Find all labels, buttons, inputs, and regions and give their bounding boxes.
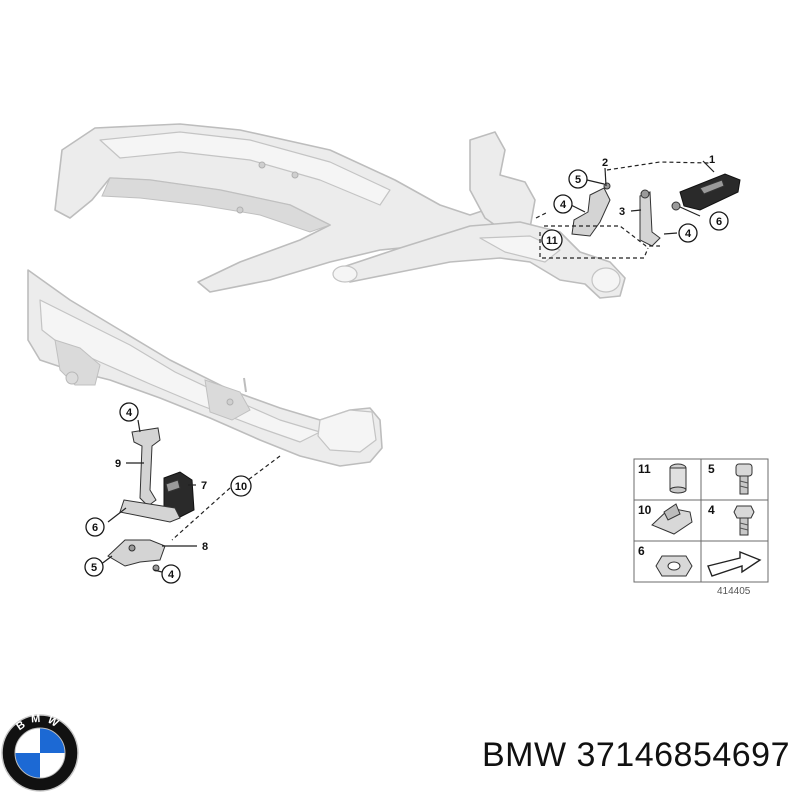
clip-nut-icon (651, 503, 693, 535)
callout-2: 2 (602, 157, 608, 169)
svg-text:3: 3 (619, 206, 625, 218)
svg-text:10: 10 (235, 481, 247, 493)
arrow-right-icon (707, 550, 762, 577)
callout-3: 3 (619, 206, 625, 218)
svg-text:5: 5 (575, 174, 581, 186)
bottom-callouts: 4 9 7 10 6 8 5 4 (84, 402, 252, 584)
legend-label-4: 4 (708, 503, 715, 517)
callout-1: 1 (709, 154, 715, 166)
top-leader-lines (535, 160, 715, 259)
callout-6-bottom: 6 (85, 517, 105, 537)
part-number-label: BMW 37146854697 (481, 736, 790, 774)
legend-label-5: 5 (708, 462, 715, 476)
callout-5-top: 5 (568, 169, 588, 189)
bottom-parts (107, 427, 195, 572)
top-parts (571, 173, 741, 247)
rivet-nut-icon (669, 463, 687, 494)
diagram-id: 414405 (717, 586, 751, 597)
callout-4-top-left: 4 (553, 194, 573, 214)
svg-text:1: 1 (709, 154, 715, 166)
bmw-logo: BMW (1, 713, 79, 792)
parts-legend: 11 5 10 4 6 (633, 458, 769, 597)
svg-text:4: 4 (685, 228, 692, 240)
sensor-link-plate (107, 539, 166, 567)
hex-screw-icon (735, 463, 753, 495)
hex-bolt-icon (733, 505, 755, 536)
svg-text:6: 6 (716, 216, 722, 228)
callout-4-top-right: 4 (678, 223, 698, 243)
svg-text:2: 2 (602, 157, 608, 169)
svg-text:8: 8 (202, 541, 208, 553)
callout-6-top: 6 (709, 211, 729, 231)
front-axle-carrier (54, 123, 626, 299)
legend-label-10: 10 (638, 503, 652, 517)
callout-7: 7 (201, 480, 207, 492)
rear-axle-member (27, 269, 383, 467)
sensor-bracket-rear (131, 427, 161, 507)
svg-text:4: 4 (560, 199, 567, 211)
callout-9: 9 (115, 458, 121, 470)
svg-text:6: 6 (92, 522, 98, 534)
callout-4-bottom: 4 (161, 564, 181, 584)
callout-10: 10 (230, 475, 252, 497)
legend-label-11: 11 (638, 462, 651, 476)
svg-text:9: 9 (115, 458, 121, 470)
svg-text:5: 5 (91, 562, 97, 574)
sensor-lever-plate (119, 499, 181, 523)
svg-text:4: 4 (126, 407, 133, 419)
top-callouts: 1 2 3 5 4 4 6 11 (541, 154, 729, 251)
sensor-bracket-top (571, 187, 611, 237)
legend-label-6: 6 (638, 544, 645, 558)
svg-text:4: 4 (168, 569, 175, 581)
hex-nut-icon (655, 555, 693, 577)
callout-8: 8 (202, 541, 208, 553)
callout-5-bottom: 5 (84, 557, 104, 577)
svg-text:11: 11 (546, 235, 558, 247)
sensor-linkage-rod (639, 191, 661, 247)
callout-11-top: 11 (541, 229, 563, 251)
svg-text:7: 7 (201, 480, 207, 492)
callout-4-bottom-top: 4 (119, 402, 139, 422)
